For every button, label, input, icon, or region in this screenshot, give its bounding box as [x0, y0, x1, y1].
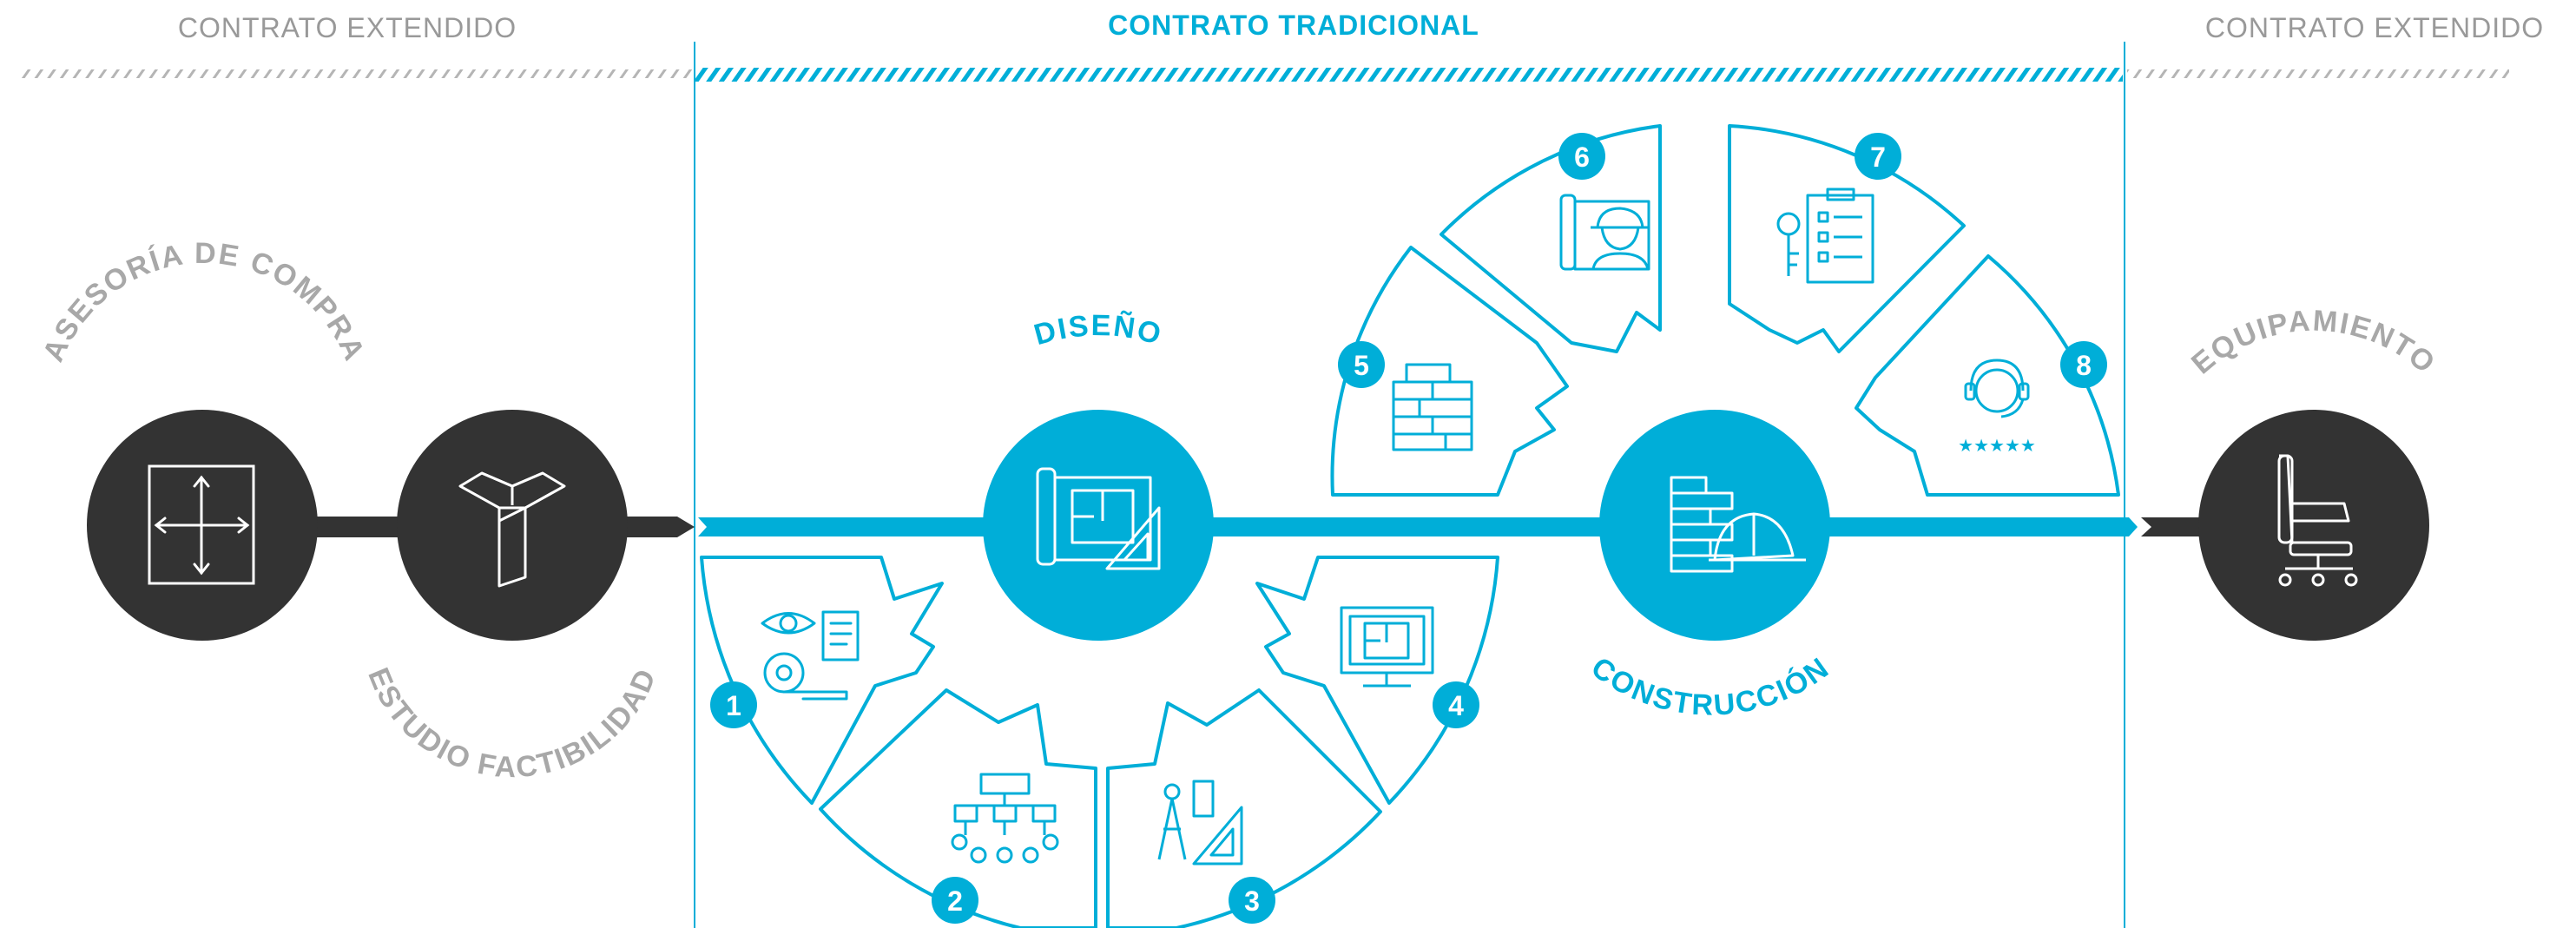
- step-number: 7: [1870, 142, 1886, 173]
- svg-text:★★★★★: ★★★★★: [1958, 437, 2036, 456]
- support-headset-icon: ★★★★★: [1958, 359, 2036, 456]
- construccion-label: CONSTRUCCIÓN: [1585, 651, 1836, 722]
- segment-7: [1728, 124, 1966, 353]
- keys-checklist-icon: [1776, 188, 1874, 284]
- header-right-label: CONTRATO EXTENDIDO: [2205, 12, 2544, 43]
- floor-plan-arrows-icon: [148, 464, 255, 585]
- step-badge-2: 2: [932, 877, 978, 924]
- timeline-arrow-left: [677, 517, 695, 537]
- header-center-label: CONTRATO TRADICIONAL: [1108, 10, 1479, 41]
- brick-wall-helmet-icon: [1670, 476, 1806, 573]
- diseno-label: DISEÑO: [1031, 309, 1166, 352]
- step-number: 3: [1244, 885, 1260, 917]
- diseno-circle: [983, 410, 1214, 641]
- equipamiento-label: EQUIPAMIENTO: [2185, 304, 2442, 380]
- equipamiento-circle: [2198, 410, 2429, 641]
- segment-5: [1330, 246, 1569, 497]
- blueprint-icon: [1036, 467, 1161, 570]
- eye-document-tape-icon: [761, 610, 860, 701]
- segment-6: [1440, 124, 1662, 353]
- step-badge-7: 7: [1855, 133, 1901, 180]
- hatch-bar-center: [695, 68, 2123, 82]
- hatch-bar-left: [19, 69, 692, 78]
- step-number: 6: [1574, 142, 1590, 173]
- office-chair-icon: [2277, 454, 2358, 587]
- step-badge-1: 1: [710, 681, 757, 728]
- step-badges: 1 2 3 4 5 6 7 8: [710, 133, 2107, 924]
- worker-plan-icon: [1559, 194, 1650, 271]
- segment-4: [1255, 556, 1499, 805]
- bricks-icon: [1392, 363, 1473, 451]
- step-number: 8: [2076, 350, 2092, 381]
- timeline-arrow-right: [2141, 517, 2151, 536]
- timeline-blue: [698, 517, 2138, 536]
- monitor-plan-icon: [1340, 606, 1434, 688]
- step-badge-3: 3: [1229, 877, 1275, 924]
- estudio-circle: [397, 410, 628, 641]
- step-number: 2: [947, 885, 963, 917]
- y-block-icon: [458, 471, 566, 588]
- compass-ruler-icon: [1157, 780, 1243, 865]
- segment-1: [700, 556, 944, 805]
- header-left-label: CONTRATO EXTENDIDO: [178, 12, 517, 43]
- step-badge-5: 5: [1338, 341, 1385, 388]
- org-chart-icon: [951, 773, 1059, 864]
- estudio-label: ESTUDIO FACTIBILIDAD: [361, 663, 663, 784]
- step-badge-6: 6: [1558, 133, 1605, 180]
- segment-8: [1855, 254, 2120, 497]
- segment-3: [1106, 688, 1382, 928]
- step-number: 5: [1354, 350, 1369, 381]
- asesoria-label: ASESORÍA DE COMPRA: [36, 237, 371, 366]
- step-number: 4: [1448, 690, 1464, 721]
- hatch-bar-right: [2127, 69, 2509, 78]
- step-badge-8: 8: [2060, 341, 2107, 388]
- step-badge-4: 4: [1433, 681, 1479, 728]
- step-number: 1: [726, 690, 741, 721]
